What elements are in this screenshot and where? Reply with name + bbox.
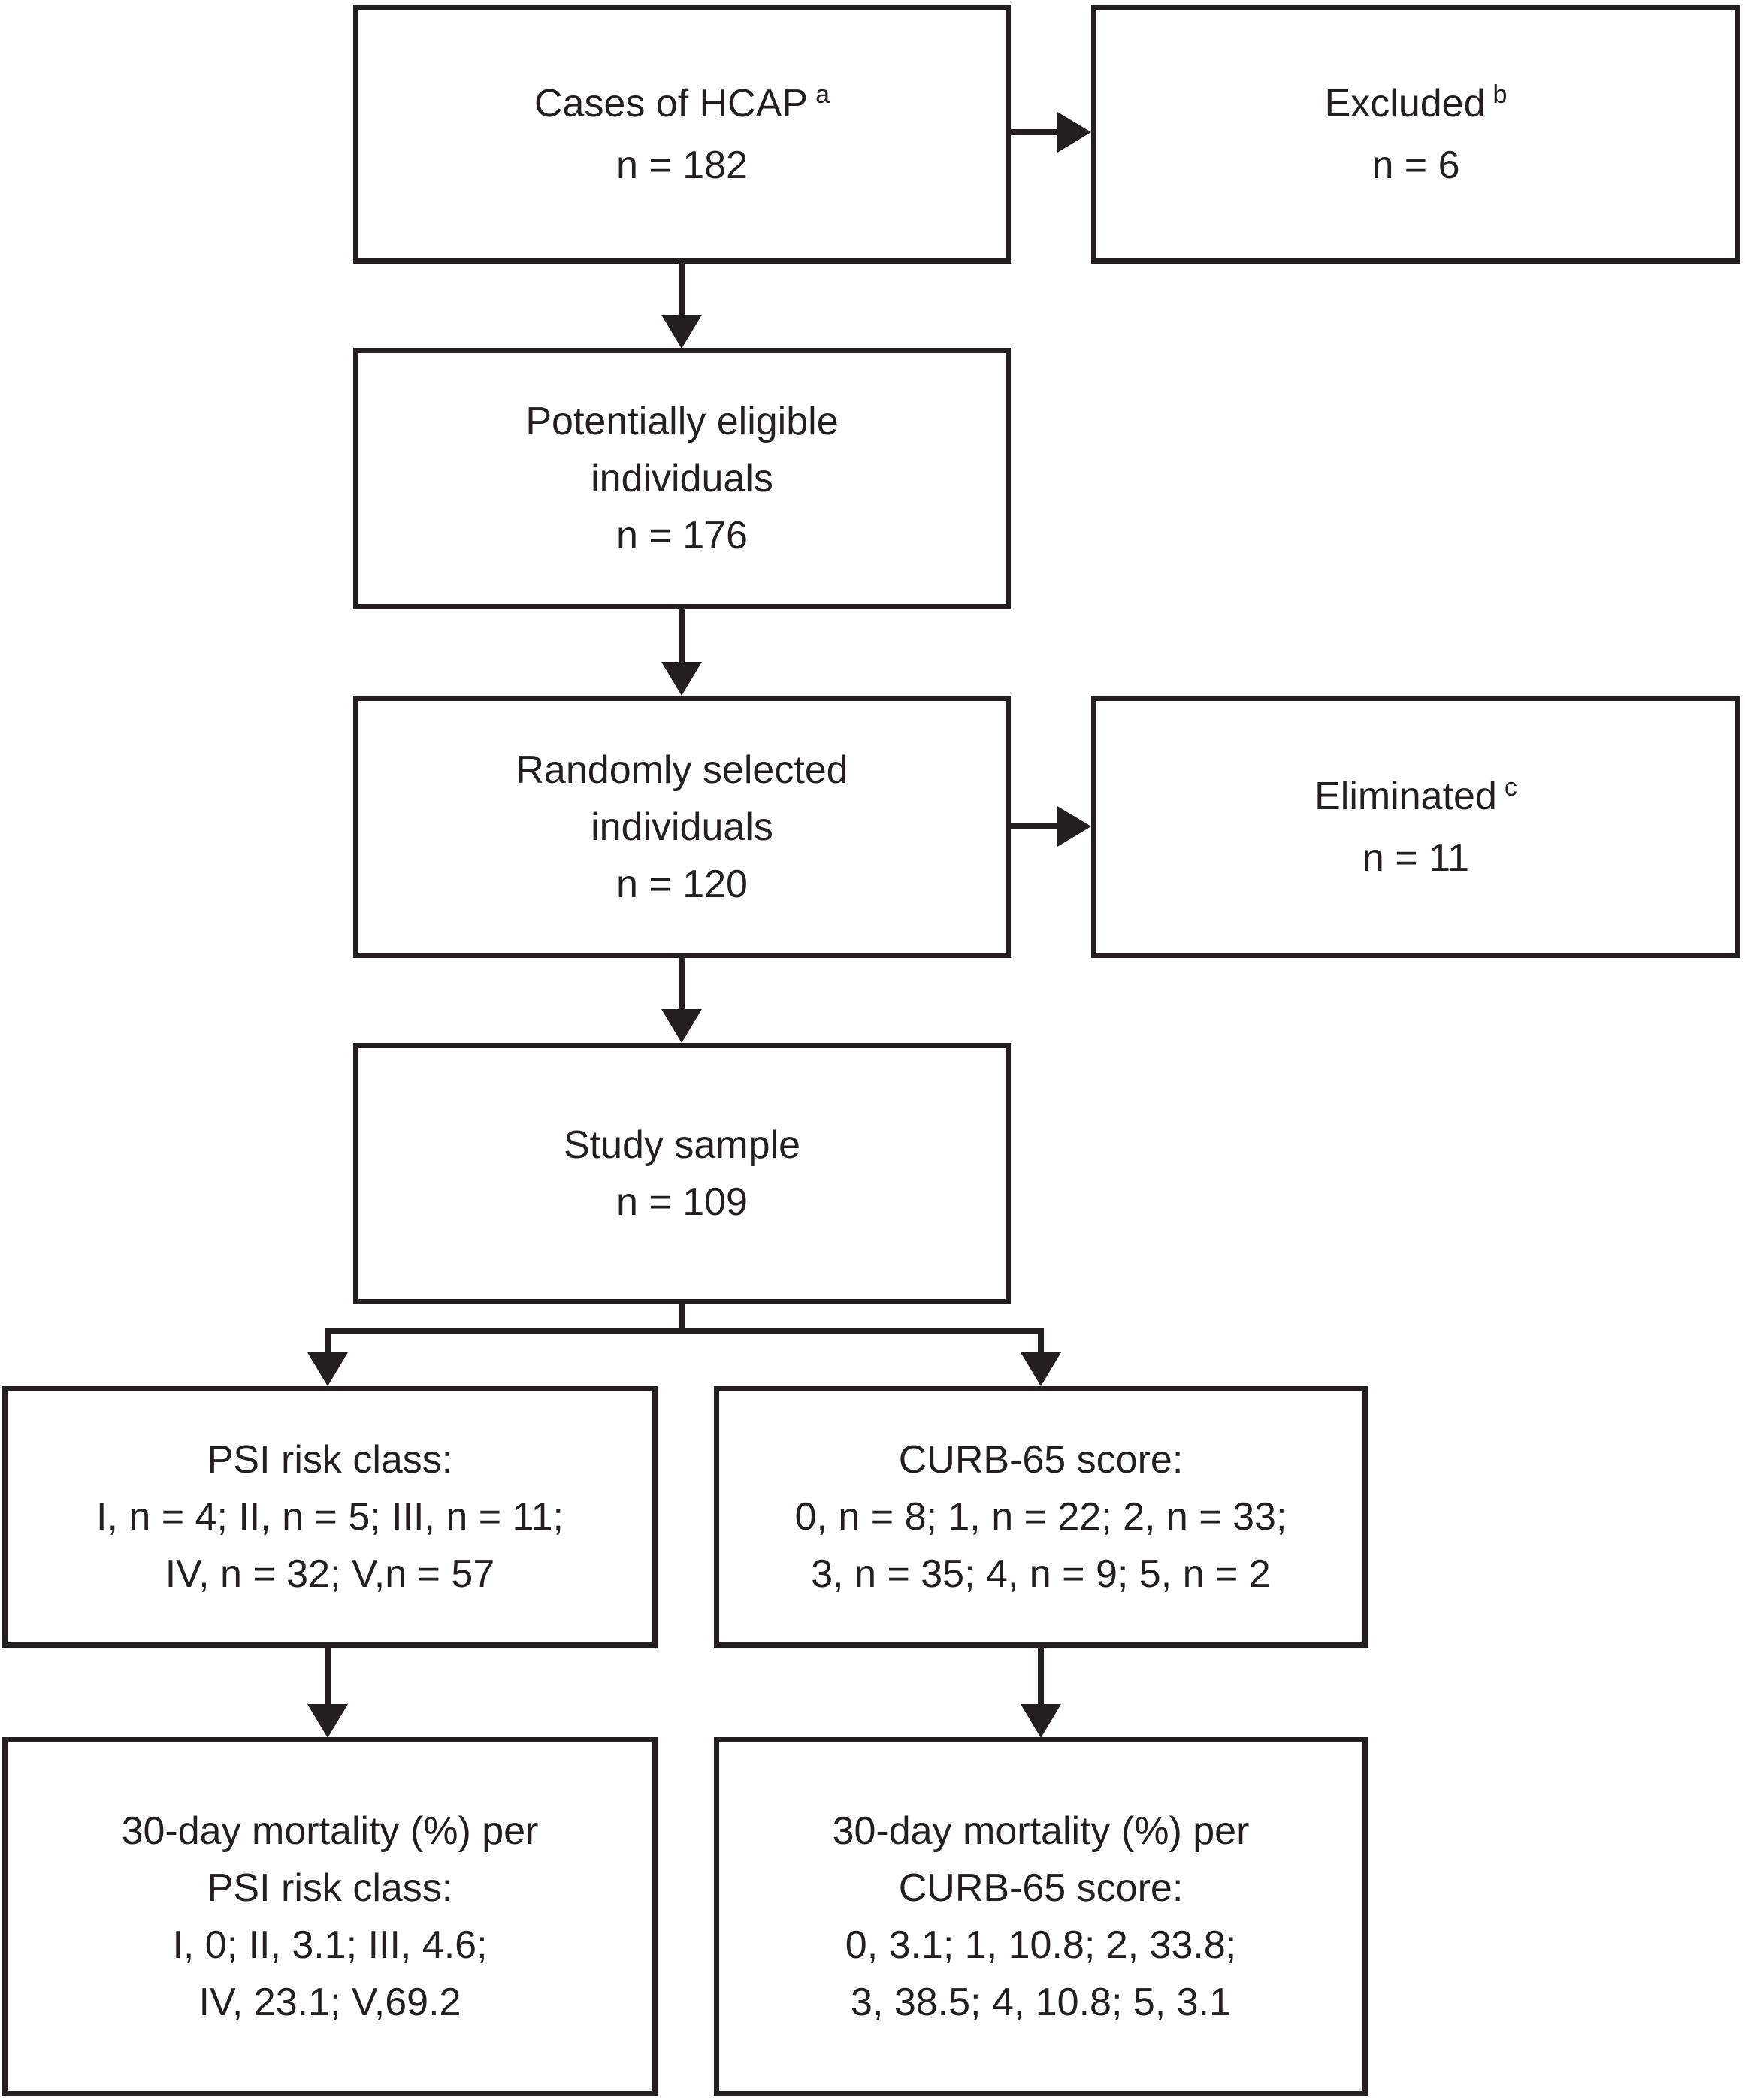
box-title-line: 30-day mortality (%) per — [121, 1809, 539, 1853]
box-count-line: n = 109 — [616, 1180, 748, 1224]
connector-random-to-study — [679, 958, 685, 1011]
flow-box-mortality-per-curb65: 30-day mortality (%) per CURB-65 score: … — [714, 1737, 1368, 2096]
connector-cases-to-eligible — [679, 264, 685, 316]
arrowhead-down-icon — [661, 315, 702, 349]
box-title-line: CURB-65 score: — [898, 1438, 1184, 1482]
arrowhead-right-icon — [1057, 112, 1091, 153]
box-title-line: CURB-65 score: — [898, 1866, 1184, 1910]
box-title-line: individuals — [591, 457, 773, 500]
arrowhead-down-icon — [1021, 1352, 1061, 1386]
connector-random-to-eliminated — [1011, 823, 1060, 829]
box-data-line: 3, n = 35; 4, n = 9; 5, n = 2 — [811, 1552, 1271, 1596]
box-title-line: 30-day mortality (%) per — [832, 1809, 1250, 1853]
box-count-line: n = 182 — [616, 143, 748, 187]
box-data-line: I, n = 4; II, n = 5; III, n = 11; — [96, 1495, 564, 1539]
arrowhead-down-icon — [661, 1009, 702, 1043]
box-data-line: IV, n = 32; V,n = 57 — [165, 1552, 495, 1596]
box-title-line: Randomly selected — [516, 748, 848, 792]
box-data-line: 3, 38.5; 4, 10.8; 5, 3.1 — [851, 1981, 1231, 2024]
connector-split-bar — [325, 1328, 1044, 1334]
connector-cases-to-excluded — [1011, 129, 1060, 135]
box-count-line: n = 176 — [616, 514, 748, 557]
arrowhead-down-icon — [307, 1704, 348, 1738]
arrowhead-down-icon — [1021, 1704, 1061, 1738]
footnote-marker-a: a — [815, 80, 830, 109]
connector-study-split-stem — [679, 1304, 685, 1334]
box-title-line: individuals — [591, 805, 773, 849]
box-count-line: n = 6 — [1372, 143, 1460, 187]
flow-box-randomly-selected: Randomly selected individuals n = 120 — [353, 696, 1011, 958]
box-data-line: 0, n = 8; 1, n = 22; 2, n = 33; — [794, 1495, 1287, 1539]
box-text: Cases of HCAP — [534, 81, 809, 125]
flow-box-mortality-per-psi: 30-day mortality (%) per PSI risk class:… — [2, 1737, 658, 2096]
box-data-line: I, 0; II, 3.1; III, 4.6; — [172, 1923, 488, 1967]
connector-eligible-to-random — [679, 609, 685, 664]
box-data-line: 0, 3.1; 1, 10.8; 2, 33.8; — [845, 1923, 1237, 1967]
arrowhead-down-icon — [661, 662, 702, 696]
box-title-line: Study sample — [563, 1123, 801, 1167]
footnote-marker-c: c — [1504, 772, 1517, 802]
flow-box-potentially-eligible: Potentially eligible individuals n = 176 — [353, 348, 1011, 609]
flow-box-curb65-score: CURB-65 score: 0, n = 8; 1, n = 22; 2, n… — [714, 1386, 1368, 1648]
arrowhead-down-icon — [307, 1352, 348, 1386]
box-title-line: PSI risk class: — [207, 1866, 453, 1910]
connector-split-to-curb — [1038, 1328, 1044, 1355]
flow-box-psi-risk-class: PSI risk class: I, n = 4; II, n = 5; III… — [2, 1386, 658, 1648]
flow-box-study-sample: Study sample n = 109 — [353, 1043, 1011, 1304]
box-count-line: n = 120 — [616, 862, 748, 906]
box-data-line: IV, 23.1; V,69.2 — [198, 1981, 461, 2024]
connector-curb-to-mortality — [1038, 1648, 1044, 1707]
box-title-line: PSI risk class: — [207, 1438, 453, 1482]
footnote-marker-b: b — [1492, 80, 1508, 109]
box-text: Excluded — [1324, 81, 1486, 125]
box-title-line: Potentially eligible — [525, 400, 839, 443]
arrowhead-right-icon — [1057, 806, 1091, 847]
connector-psi-to-mortality — [325, 1648, 331, 1707]
connector-split-to-psi — [325, 1328, 331, 1355]
box-text: Eliminated — [1314, 774, 1497, 818]
box-count-line: n = 11 — [1362, 835, 1470, 880]
